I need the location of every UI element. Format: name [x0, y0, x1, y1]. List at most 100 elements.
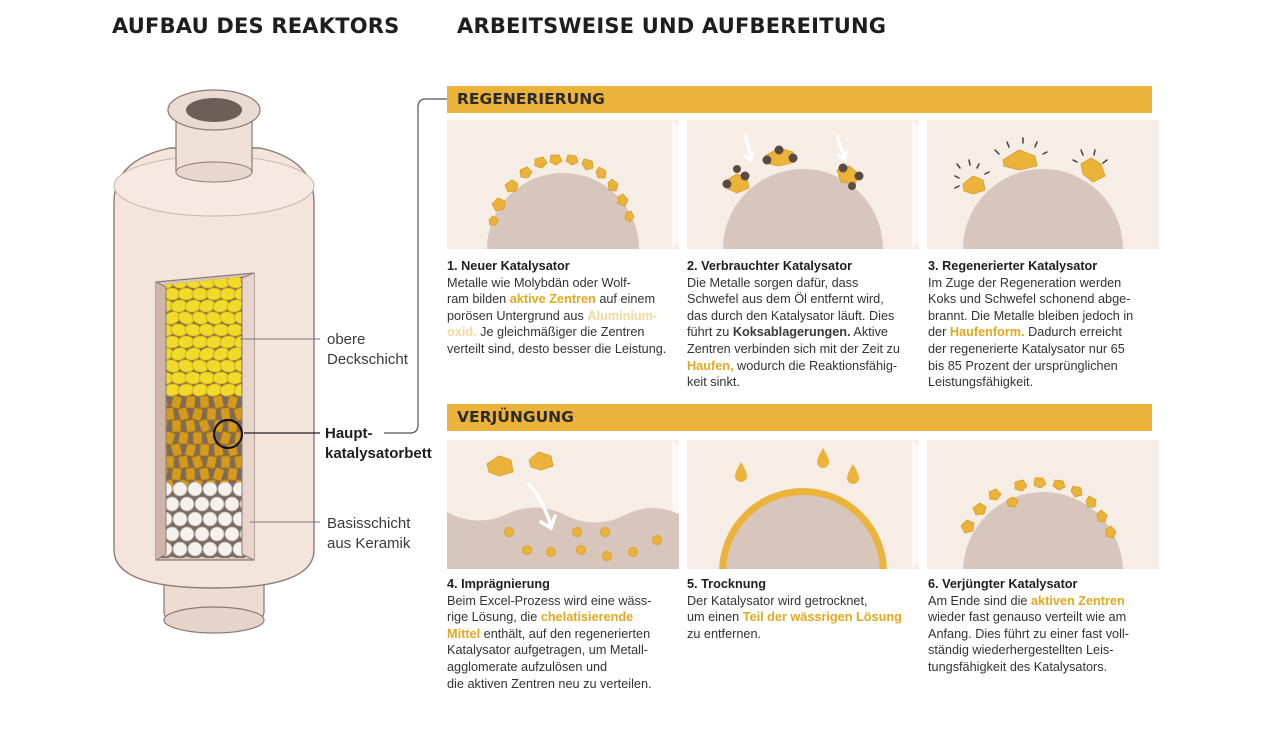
- pellet: [217, 481, 233, 497]
- water-droplets: [735, 448, 859, 484]
- pellet: [209, 556, 225, 558]
- highlight-term: Aluminium- oxid.: [447, 308, 658, 340]
- pellet: [212, 347, 230, 361]
- pellet: [179, 496, 195, 512]
- pellet: [191, 311, 209, 325]
- panel-6-text: 6. Verjüngter Katalysator Am Ende sind d…: [928, 576, 1160, 676]
- pellet: [170, 395, 183, 410]
- body-text: enthält, auf den regenerierten Katalysat…: [447, 626, 652, 691]
- pellet: [209, 496, 225, 512]
- body-text: zu entfernen.: [687, 626, 762, 641]
- pellet: [224, 496, 240, 512]
- body-text: Der Katalysator wird getrocknet, um eine…: [687, 593, 868, 625]
- pellet: [202, 511, 218, 527]
- body-text: Je gleichmäßiger die Zentren verteilt si…: [447, 325, 667, 356]
- pellet: [187, 511, 203, 527]
- pellet: [179, 526, 195, 542]
- pellet: [172, 481, 188, 497]
- panel-3-heading: 3. Regenerierter Katalysator: [928, 259, 1098, 273]
- panel-5-body: Der Katalysator wird getrocknet, um eine…: [687, 593, 919, 643]
- dissolve-arrow: [527, 482, 557, 531]
- pellet: [179, 556, 195, 558]
- panel-4-body: Beim Excel-Prozess wird eine wäss- rige …: [447, 593, 679, 693]
- panel-1-text: 1. Neuer Katalysator Metalle wie Molybdä…: [447, 258, 679, 358]
- pellet: [209, 526, 225, 542]
- label-main-bed: Haupt- katalysatorbett: [325, 425, 432, 462]
- reactor-vessel-illustration: [113, 89, 315, 634]
- ceramic-base-layer: [160, 481, 250, 558]
- panel-1-body: Metalle wie Molybdän oder Wolf- ram bild…: [447, 275, 679, 358]
- body-text: Dadurch erreicht der regenerierte Kataly…: [928, 325, 1125, 390]
- pellet: [191, 454, 204, 469]
- pellet: [217, 541, 233, 557]
- pellet: [212, 394, 225, 409]
- pellet: [187, 541, 203, 557]
- body-text: wieder fast genauso verteilt wie am Anfa…: [928, 610, 1129, 674]
- panel-4-heading: 4. Imprägnierung: [447, 577, 550, 591]
- panel-5-heading: 5. Trocknung: [687, 577, 766, 591]
- highlight-term: Haufen,: [687, 358, 734, 373]
- highlight-term: Koksablagerungen.: [732, 325, 851, 340]
- panel-rejuvenated-catalyst: [927, 440, 1159, 569]
- active-sites: [488, 154, 635, 226]
- pellet: [227, 467, 238, 481]
- pellet: [177, 311, 195, 325]
- pellet: [178, 431, 189, 445]
- pellet: [171, 419, 182, 433]
- panel-new-catalyst: [447, 120, 679, 249]
- panel-spent-catalyst: [687, 120, 919, 249]
- flow-arrows: [743, 134, 848, 163]
- label-upper-layer: obere Deckschicht: [327, 331, 408, 368]
- highlight-term: Haufenform.: [949, 325, 1025, 340]
- panel-1-heading: 1. Neuer Katalysator: [447, 259, 570, 273]
- highlight-term: aktiven Zentren: [1030, 593, 1125, 608]
- pellet: [170, 442, 183, 457]
- pellet: [226, 395, 239, 410]
- pellet: [202, 481, 218, 497]
- redistributed-sites: [960, 477, 1117, 539]
- pellet: [199, 395, 210, 409]
- burn-marks: [954, 137, 1108, 189]
- panel-drying: [687, 440, 919, 569]
- highlight-term: Teil der wässrigen Lösung: [742, 610, 902, 625]
- pellet: [177, 455, 189, 469]
- pellet: [206, 407, 217, 421]
- pellet: [219, 431, 232, 446]
- highlight-term: chelatisierende Mittel: [447, 610, 634, 641]
- panel-regenerated-catalyst: [927, 120, 1159, 249]
- pellet: [177, 406, 190, 421]
- panel-impregnation: [447, 440, 679, 569]
- body-text: Aktive Zentren verbinden sich mit der Ze…: [687, 325, 900, 356]
- metal-agglomerates: [486, 451, 554, 477]
- body-text: wodurch die Reaktionsfähig- keit sinkt.: [687, 358, 898, 390]
- coke-deposits: [722, 145, 864, 190]
- panel-2-heading: 2. Verbrauchter Katalysator: [687, 259, 853, 273]
- panel-3-text: 3. Regenerierter Katalysator Im Zuge der…: [928, 258, 1160, 391]
- pellet: [185, 467, 196, 481]
- pellet: [172, 541, 188, 557]
- pellet: [217, 511, 233, 527]
- body-text: Beim Excel-Prozess wird eine wäss- rige …: [447, 593, 652, 625]
- panel-2-body: Die Metalle sorgen dafür, dass Schwefel …: [687, 275, 919, 391]
- pellet: [164, 556, 180, 558]
- pellet: [187, 481, 203, 497]
- pellet: [191, 407, 204, 421]
- section-band-rejuvenation: VERJÜNGUNG: [447, 404, 1152, 431]
- pellet: [194, 556, 210, 558]
- body-text: Die Metalle sorgen dafür, dass Schwefel …: [687, 275, 895, 340]
- body-text: auf einem porösen Untergrund aus: [447, 292, 656, 323]
- pellet: [224, 556, 240, 558]
- pellet: [224, 526, 240, 542]
- label-base-layer: Basisschicht aus Keramik: [327, 515, 411, 552]
- metal-heaps: [962, 149, 1106, 195]
- highlight-term: aktive Zentren: [509, 292, 596, 307]
- pellet: [194, 526, 210, 542]
- pellet: [194, 496, 210, 512]
- panel-6-heading: 6. Verjüngter Katalysator: [928, 577, 1078, 591]
- panel-4-text: 4. Imprägnierung Beim Excel-Prozess wird…: [447, 576, 679, 692]
- magnify-circle: [212, 418, 244, 450]
- panel-3-body: Im Zuge der Regeneration werden Koks und…: [928, 275, 1160, 391]
- pellet: [172, 511, 188, 527]
- body-text: Im Zuge der Regeneration werden Koks und…: [928, 275, 1134, 340]
